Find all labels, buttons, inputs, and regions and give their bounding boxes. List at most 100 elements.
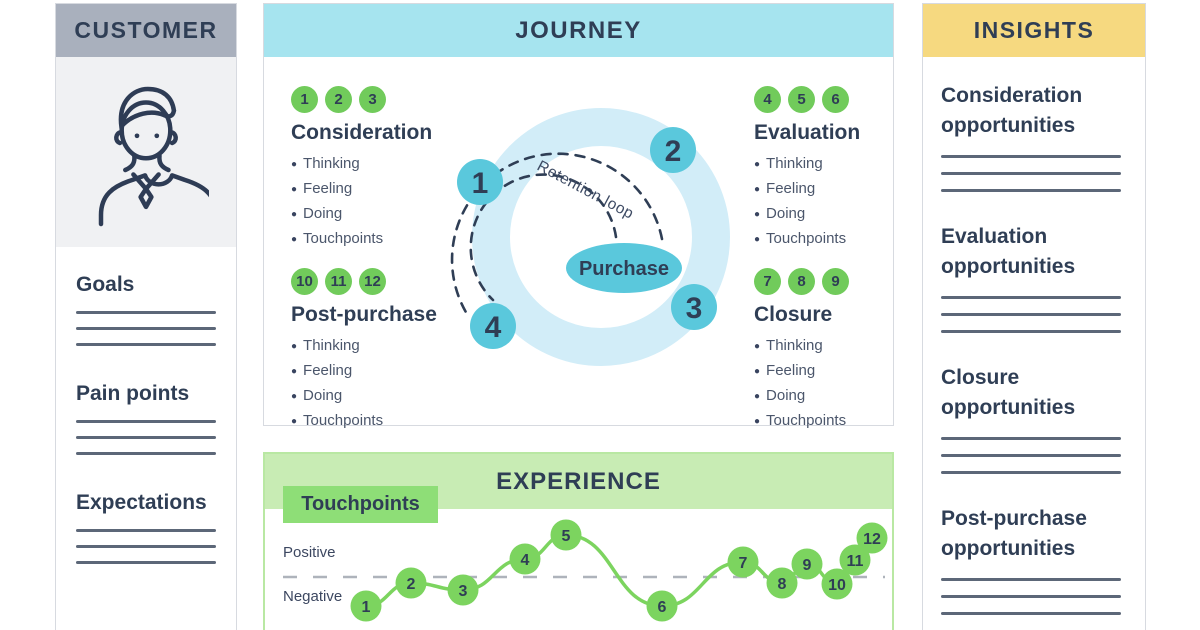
- stage-badge: 3: [359, 86, 386, 113]
- customer-section-pain-points: Pain points: [76, 382, 216, 455]
- stage-bullet: Touchpoints: [291, 229, 463, 250]
- section-title: Expectations: [76, 491, 207, 514]
- journey-loop-diagram: Retention loop Purchase 1 2 3 4: [450, 108, 730, 366]
- customer-title: CUSTOMER: [74, 17, 218, 43]
- stage-bullet: Touchpoints: [291, 411, 463, 432]
- stage-title: Post-purchase: [291, 303, 437, 326]
- ring-stop-3: [671, 284, 717, 330]
- ring-stop-3-label: 3: [686, 292, 703, 325]
- touchpoint-label-4: 4: [521, 552, 530, 569]
- stage-bullets: Thinking Feeling Doing Touchpoints: [754, 154, 926, 250]
- customer-avatar: [56, 57, 236, 247]
- placeholder-line: [76, 452, 216, 455]
- stage-title: Closure: [754, 303, 833, 326]
- stage-bullet: Feeling: [754, 361, 926, 382]
- placeholder-line: [76, 545, 216, 548]
- retention-loop-label: Retention loop: [534, 158, 636, 223]
- placeholder-line: [941, 313, 1121, 316]
- placeholder-line: [76, 420, 216, 423]
- customer-section-goals: Goals: [76, 273, 216, 346]
- stage-badge: 7: [754, 268, 781, 295]
- touchpoint-marker-2: [395, 567, 427, 599]
- placeholder-line: [941, 595, 1121, 598]
- placeholder-line: [76, 529, 216, 532]
- stage-post-purchase: 10 11 12 Post-purchase Thinking Feeling …: [291, 268, 463, 436]
- touchpoint-label-3: 3: [459, 583, 468, 600]
- touchpoint-label-2: 2: [407, 576, 416, 593]
- placeholder-line: [76, 311, 216, 314]
- stage-bullet: Thinking: [754, 336, 926, 357]
- section-title: Closure opportunities: [941, 366, 1076, 419]
- ring-stop-4-label: 4: [485, 311, 502, 344]
- stage-badge: 6: [822, 86, 849, 113]
- touchpoint-marker-3: [447, 574, 479, 606]
- stage-bullet: Thinking: [291, 154, 463, 175]
- ring-stop-1-label: 1: [472, 167, 489, 200]
- stage-badges: 7 8 9: [754, 268, 926, 295]
- touchpoint-marker-5: [550, 519, 582, 551]
- touchpoint-label-6: 6: [658, 599, 667, 616]
- section-title: Goals: [76, 273, 135, 296]
- placeholder-line: [941, 454, 1121, 457]
- stage-bullet: Feeling: [291, 179, 463, 200]
- placeholder-line: [941, 437, 1121, 440]
- stage-title: Consideration: [291, 121, 433, 144]
- stage-badges: 1 2 3: [291, 86, 463, 113]
- stage-bullets: Thinking Feeling Doing Touchpoints: [291, 154, 463, 250]
- ring-stop-1: [457, 159, 503, 205]
- positive-axis-label: Positive: [283, 544, 336, 561]
- touchpoint-marker-1: [350, 590, 382, 622]
- placeholder-line: [941, 189, 1121, 192]
- stage-badges: 10 11 12: [291, 268, 463, 295]
- placeholder-line: [941, 296, 1121, 299]
- section-title: Evaluation opportunities: [941, 225, 1076, 278]
- stage-badge: 11: [325, 268, 352, 295]
- placeholder-line: [76, 343, 216, 346]
- stage-bullet: Feeling: [754, 179, 926, 200]
- placeholder-line: [76, 436, 216, 439]
- negative-axis-label: Negative: [283, 588, 343, 605]
- journey-body: Retention loop Purchase 1 2 3 4 1 2 3: [264, 57, 893, 429]
- stage-badge: 9: [822, 268, 849, 295]
- placeholder-line: [941, 172, 1121, 175]
- ring-stop-2-label: 2: [665, 135, 682, 168]
- ring-stop-2: [650, 127, 696, 173]
- placeholder-line: [941, 471, 1121, 474]
- insight-section-consideration: Consideration opportunities: [941, 81, 1145, 192]
- section-title: Pain points: [76, 382, 190, 405]
- stage-bullet: Thinking: [291, 336, 463, 357]
- touchpoint-marker-8: [766, 567, 798, 599]
- customer-header: CUSTOMER: [56, 4, 236, 57]
- touchpoint-label-7: 7: [739, 555, 748, 572]
- insight-section-closure: Closure opportunities: [941, 363, 1145, 474]
- stage-badge: 1: [291, 86, 318, 113]
- section-title: Post-purchase opportunities: [941, 507, 1087, 560]
- touchpoint-marker-11: [839, 544, 871, 576]
- customer-sections: Goals Pain points Expectations: [56, 247, 236, 564]
- stage-badge: 2: [325, 86, 352, 113]
- touchpoint-marker-6: [646, 590, 678, 622]
- retention-loop-inner-arc: [469, 173, 618, 302]
- stage-bullet: Feeling: [291, 361, 463, 382]
- stage-bullet: Thinking: [754, 154, 926, 175]
- stage-badge: 5: [788, 86, 815, 113]
- stage-title: Evaluation: [754, 121, 861, 144]
- journey-panel: JOURNEY Retention loop Purchase 1 2 3 4: [263, 3, 894, 429]
- stage-bullet: Doing: [754, 204, 926, 225]
- stage-badge: 4: [754, 86, 781, 113]
- stage-bullets: Thinking Feeling Doing Touchpoints: [291, 336, 463, 432]
- touchpoints-tag: Touchpoints: [283, 486, 438, 523]
- touchpoint-marker-9: [791, 548, 823, 580]
- touchpoint-label-1: 1: [362, 599, 371, 616]
- experience-title: EXPERIENCE: [496, 467, 661, 495]
- stage-bullet: Touchpoints: [754, 411, 926, 432]
- stage-bullet: Doing: [291, 386, 463, 407]
- placeholder-line: [76, 561, 216, 564]
- insights-title: INSIGHTS: [973, 17, 1095, 43]
- touchpoint-marker-4: [509, 543, 541, 575]
- insight-section-evaluation: Evaluation opportunities: [941, 222, 1145, 333]
- touchpoint-label-12: 12: [863, 531, 881, 548]
- stage-badge: 10: [291, 268, 318, 295]
